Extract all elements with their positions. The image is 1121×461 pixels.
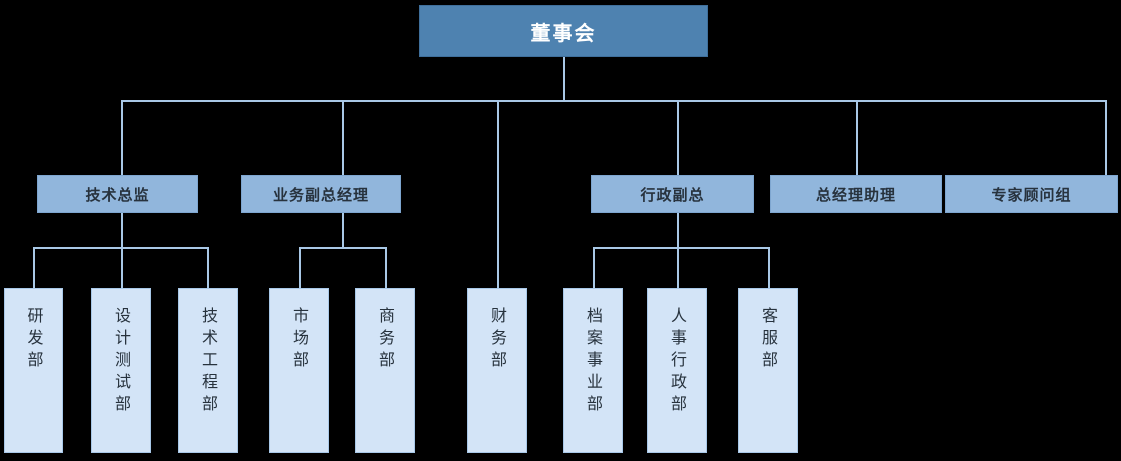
node-label: 档案事业部 [584,307,603,417]
node-label: 商务部 [376,307,395,373]
node-label: 业务副总经理 [272,185,369,204]
node-label: 客服部 [759,307,778,373]
node-archive-division[interactable]: 档案事业部 [563,288,623,453]
connector-admin-bus [593,247,770,249]
node-business-vp[interactable]: 业务副总经理 [241,175,401,213]
connector-drop-expert-group [1105,100,1107,175]
node-commerce-dept[interactable]: 商务部 [355,288,415,453]
connector-business-bus [299,247,387,249]
node-marketing-dept[interactable]: 市场部 [269,288,329,453]
node-gm-assistant[interactable]: 总经理助理 [770,175,942,213]
node-tech-director[interactable]: 技术总监 [37,175,198,213]
node-label: 市场部 [290,307,309,373]
node-label: 总经理助理 [815,185,896,204]
node-rnd-dept[interactable]: 研发部 [4,288,63,453]
node-label: 财务部 [488,307,507,373]
connector-business-stem [342,212,344,248]
connector-drop-rnd-dept [33,247,35,288]
connector-drop-hr-admin-dept [677,247,679,288]
node-admin-vp[interactable]: 行政副总 [591,175,754,213]
connector-tech-stem [121,212,123,248]
connector-root-stem [563,57,565,101]
connector-drop-business-vp [342,100,344,175]
connector-drop-admin-vp [677,100,679,175]
connector-drop-archive-dept [593,247,595,288]
node-finance-dept[interactable]: 财务部 [467,288,527,453]
node-label: 董事会 [530,20,597,45]
node-label: 人事行政部 [668,307,687,417]
node-tech-engineering-dept[interactable]: 技术工程部 [178,288,238,453]
node-label: 技术工程部 [199,307,218,417]
node-customer-service-dept[interactable]: 客服部 [738,288,798,453]
connector-drop-tech-eng-dept [207,247,209,288]
connector-drop-gm-assistant [856,100,858,175]
node-design-test-dept[interactable]: 设计测试部 [91,288,151,453]
node-label: 行政副总 [640,185,705,204]
connector-drop-design-test-dept [121,247,123,288]
connector-drop-finance-dept [497,100,499,288]
connector-drop-marketing-dept [299,247,301,288]
node-hr-admin-dept[interactable]: 人事行政部 [647,288,707,453]
connector-admin-stem [677,212,679,248]
node-label: 设计测试部 [112,307,131,417]
node-expert-advisory-group[interactable]: 专家顾问组 [945,175,1118,213]
connector-drop-commerce-dept [385,247,387,288]
node-label: 研发部 [24,307,44,373]
node-label: 专家顾问组 [991,185,1072,204]
connector-main-bus [121,100,1106,102]
connector-drop-tech-director [121,100,123,175]
connector-drop-customer-service-dept [768,247,770,288]
node-board-of-directors[interactable]: 董事会 [419,5,708,57]
node-label: 技术总监 [85,185,150,204]
